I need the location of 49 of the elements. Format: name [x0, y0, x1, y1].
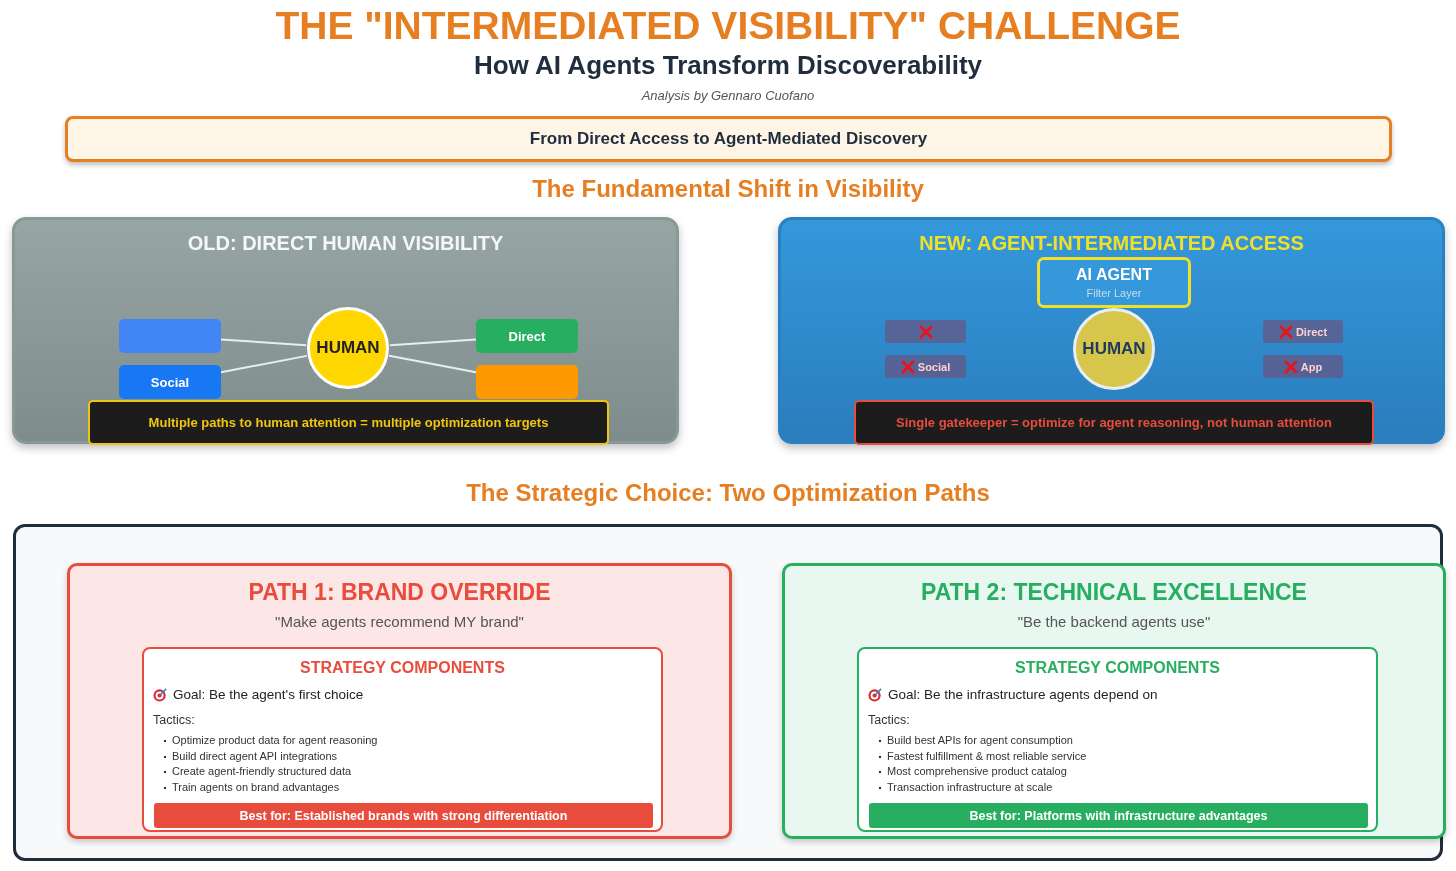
- connector-line: [220, 354, 308, 374]
- card-heading: STRATEGY COMPONENTS: [1014, 659, 1221, 677]
- bullet-item: Optimize product data for agent reasoning: [162, 733, 378, 749]
- agent-title: AI AGENT: [1075, 266, 1153, 284]
- goal-text: Goal: Be the infrastructure agents depend on: [888, 687, 1158, 702]
- callout-box: Multiple paths to human attention = multiple optimization targets: [88, 400, 609, 445]
- human-circle: HUMAN: [1073, 308, 1155, 390]
- source-box: Social: [119, 365, 221, 399]
- source-box: Direct: [476, 319, 578, 353]
- title: THE "INTERMEDIATED VISIBILITY" CHALLENGE: [274, 4, 1182, 48]
- section-heading: The Strategic Choice: Two Optimization Paths: [465, 479, 991, 507]
- tactics-label: Tactics:: [153, 713, 195, 727]
- blocked-source-label: App: [1300, 360, 1323, 373]
- source-box: [476, 365, 578, 399]
- connector-line: [220, 338, 308, 347]
- agent-subtitle: Filter Layer: [1085, 287, 1143, 299]
- blocked-source-box: [1263, 320, 1343, 343]
- strategy-card: [857, 647, 1378, 832]
- tactics-label: Tactics:: [868, 713, 910, 727]
- panel: [778, 217, 1445, 444]
- blocked-source-label: Direct: [1295, 325, 1328, 338]
- strategy-card: [142, 647, 663, 832]
- panel-title: NEW: AGENT-INTERMEDIATED ACCESS: [918, 232, 1305, 255]
- panel: [12, 217, 679, 444]
- author-credit: Analysis by Gennaro Cuofano: [640, 88, 816, 103]
- blocked-source-label: Social: [917, 360, 951, 373]
- path-card: [782, 563, 1446, 839]
- blocked-source-box: [885, 320, 966, 343]
- path-card: [67, 563, 732, 839]
- recommendation-bar: Best for: Established brands with strong differentiation: [154, 803, 653, 828]
- section-heading: The Fundamental Shift in Visibility: [531, 175, 925, 203]
- connector-line: [388, 338, 477, 347]
- banner: From Direct Access to Agent-Mediated Discovery: [65, 116, 1392, 162]
- connector-line: [388, 354, 477, 374]
- path-quote: "Be the backend agents use": [1016, 613, 1212, 630]
- subtitle: How AI Agents Transform Discoverability: [472, 50, 984, 81]
- card-heading: STRATEGY COMPONENTS: [299, 659, 506, 677]
- path-title: PATH 1: BRAND OVERRIDE: [247, 579, 552, 606]
- recommendation-bar: Best for: Platforms with infrastructure advantages: [869, 803, 1368, 828]
- blocked-source-box: [1263, 355, 1343, 378]
- source-box: [119, 319, 221, 353]
- blocked-source-box: [885, 355, 966, 378]
- path-quote: "Make agents recommend MY brand": [274, 613, 525, 630]
- callout-box: Single gatekeeper = optimize for agent reasoning, not human attention: [854, 400, 1374, 445]
- human-circle: HUMAN: [307, 307, 389, 389]
- goal-text: Goal: Be the agent's first choice: [173, 687, 364, 702]
- panel-title: OLD: DIRECT HUMAN VISIBILITY: [186, 232, 505, 255]
- agent-box: [1037, 257, 1191, 308]
- path-title: PATH 2: TECHNICAL EXCELLENCE: [920, 579, 1308, 606]
